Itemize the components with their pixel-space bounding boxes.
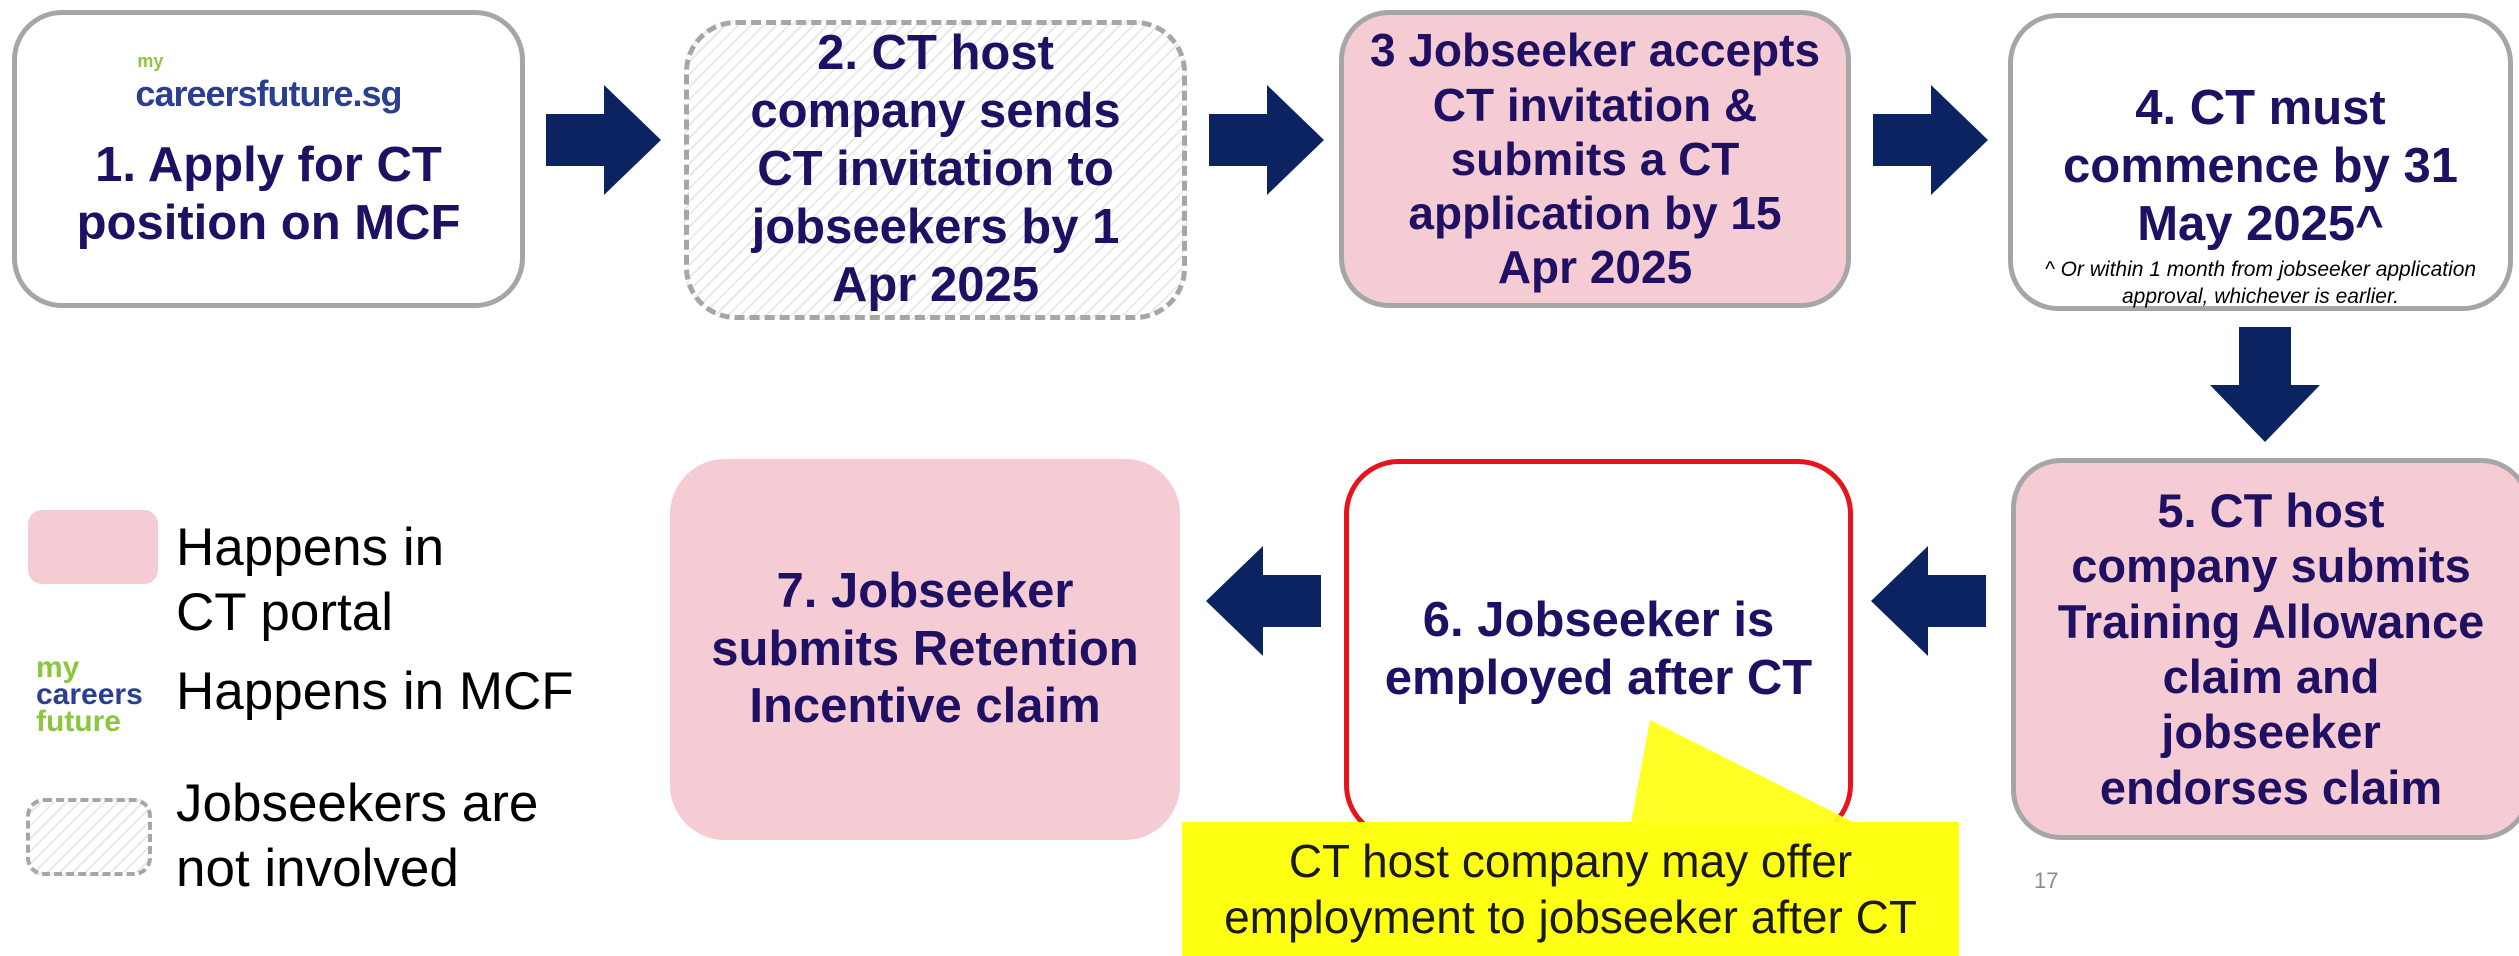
step-7-box: 7. Jobseeker submits Retention Incentive… [670,459,1180,840]
arrow-left-2 [1206,546,1321,656]
step-5-label: 5. CT host company submits Training Allo… [2057,483,2485,814]
arrow-down [2210,327,2320,442]
arrow-right-1 [546,85,661,195]
step-3-box: 3 Jobseeker accepts CT invitation & subm… [1339,10,1851,308]
legend-logo-my: my [36,651,80,684]
arrow-right-3 [1873,85,1988,195]
legend-logo-future: future [36,705,121,738]
legend-logo-careers: careers [36,678,143,711]
logo-wordmark: careersfuture.sg [135,72,402,114]
legend-mcf-logo: my careers future [36,651,143,738]
step-4-footnote: ^ Or within 1 month from jobseeker appli… [2044,258,2477,308]
step-1-label: 1. Apply for CT position on MCF [76,137,461,250]
legend-pink-label: Happens in CT portal [176,518,445,642]
step-6-box: 6. Jobseeker is employed after CT [1344,459,1853,840]
legend-pink-swatch [28,510,158,584]
step-5-box: 5. CT host company submits Training Allo… [2011,458,2519,840]
callout-text: CT host company may offer employment to … [1224,834,1917,943]
step-3-label: 3 Jobseeker accepts CT invitation & subm… [1369,24,1821,294]
page-number: 17 [2034,868,2059,893]
legend-dashed-swatch [26,798,152,876]
step-7-label: 7. Jobseeker submits Retention Incentive… [711,563,1139,734]
legend-mcf-label: Happens in MCF [176,662,574,721]
arrow-right-2 [1209,85,1324,195]
callout-pointer [1630,720,1865,828]
step-2-box: 2. CT host company sends CT invitation t… [684,20,1187,320]
logo-my-text: my [137,50,164,71]
step-2-label: 2. CT host company sends CT invitation t… [750,26,1121,312]
step-1-box: my careersfuture.sg 1. Apply for CT posi… [12,10,525,308]
callout-box: CT host company may offer employment to … [1182,822,1959,956]
step-6-label: 6. Jobseeker is employed after CT [1384,592,1813,705]
mycareersfuture-logo: my careersfuture.sg [135,52,402,115]
step-4-box: 4. CT must commence by 31 May 2025^ ^ Or… [2008,13,2513,311]
step-4-label: 4. CT must commence by 31 May 2025^ [2063,81,2458,251]
arrow-left-1 [1871,546,1986,656]
legend-dashed-label: Jobseekers are not involved [176,774,539,898]
